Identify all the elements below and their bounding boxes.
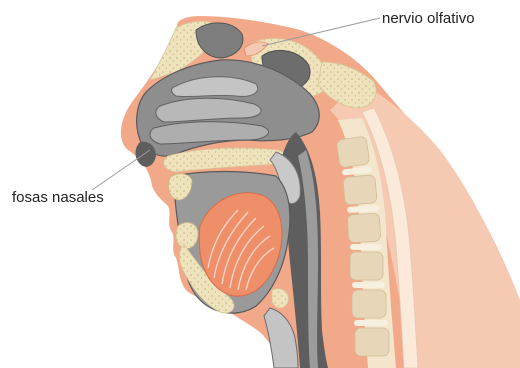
hyoid-bone (272, 289, 288, 308)
nervio-olfativo-label: nervio olfativo (382, 11, 475, 26)
fosas-nasales-leader (92, 150, 150, 190)
lower-teeth (176, 223, 198, 249)
fosas-nasales-label: fosas nasales (12, 190, 104, 205)
